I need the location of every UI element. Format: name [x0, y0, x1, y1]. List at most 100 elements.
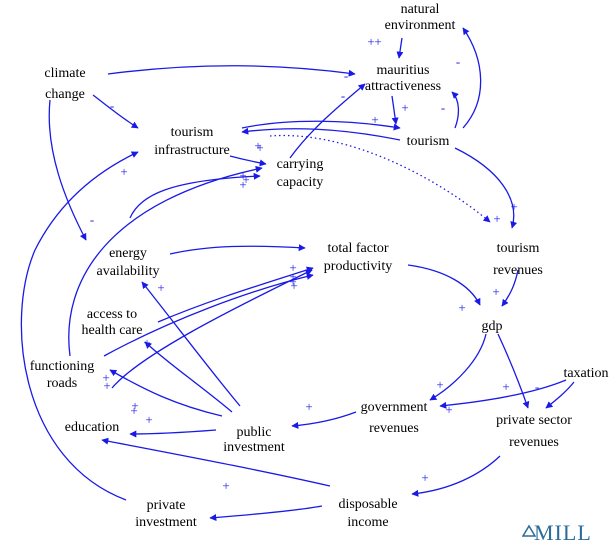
node-tourism-revenues: tourism revenues [493, 241, 543, 278]
link-tourism-to-natural [462, 27, 482, 129]
node-government-revenues-line1: government [361, 400, 428, 415]
polarity-disposable-income-to-private-investment: + [222, 478, 229, 493]
node-private-sector-revenues: private sector revenues [496, 413, 572, 450]
node-carrying-capacity: carrying capacity [277, 157, 324, 190]
polarity-functioning-roads-to-total-factor-productivity: + [289, 274, 296, 289]
link-taxation-to-government [439, 379, 567, 409]
polarity-education-to-total-factor-productivity: + [290, 278, 297, 293]
polarity-public-investment-to-functioning-roads: + [103, 378, 110, 393]
link-climate-to-infrastructure [92, 94, 139, 129]
node-government-revenues-line2: revenues [369, 421, 419, 436]
link-tourism-to-attractiveness [451, 91, 460, 129]
node-mauritius-attractiveness: mauritius attractiveness [365, 63, 441, 94]
polarity-climate-change-to-mauritius-attractiveness: - [344, 68, 348, 83]
polarity-extra-3: + [131, 398, 138, 413]
node-public-investment-line1: public [237, 425, 272, 440]
polarity-gdp-to-government-revenues: + [436, 377, 443, 392]
polarity-climate-change-to-energy-availability: - [90, 212, 94, 227]
node-natural-environment-line2: environment [385, 18, 456, 33]
polarity-gdp-to-private-sector-revenues: + [502, 379, 509, 394]
polarity-public-investment-to-access-to-health-care: + [143, 335, 150, 350]
link-energy-to-carrying [129, 172, 261, 219]
node-total-factor-productivity: total factor productivity [324, 241, 392, 274]
link-private-investment-to-infrastructure [20, 151, 139, 501]
links [20, 27, 575, 521]
node-carrying-capacity-line2: capacity [277, 175, 324, 190]
node-tourism-infrastructure-line2: infrastructure [154, 143, 229, 158]
node-climate-change-line2: change [45, 87, 85, 102]
node-tourism-infrastructure: tourism infrastructure [154, 125, 229, 158]
node-tourism-infrastructure-line1: tourism [171, 125, 214, 140]
link-gdp-to-private-sector [497, 333, 530, 409]
link-taxation-to-private-sector [545, 381, 575, 409]
link-carrying-to-attractiveness [289, 83, 366, 159]
polarity-tourism-to-natural-environment: - [456, 54, 460, 69]
link-public-to-roads [109, 369, 223, 417]
polarity-private-investment-to-tourism-infrastructure: + [120, 164, 127, 179]
polarity-tourism-revenues-to-gdp: + [492, 284, 499, 299]
polarity-access-to-health-care-to-total-factor-productivity: + [289, 269, 296, 284]
node-public-investment: public investment [223, 425, 285, 455]
node-private-sector-revenues-line2: revenues [509, 435, 559, 450]
link-public-to-energy [141, 281, 241, 407]
link-infrastructure-to-tourism [241, 120, 401, 131]
extra-polarity-marks: ++++ [102, 34, 374, 413]
node-energy-availability: energy availability [97, 246, 160, 279]
link-health-to-tfp [157, 266, 314, 323]
logo-mark-icon [522, 524, 536, 537]
link-tourism-to-tourism-revenues [454, 147, 518, 229]
node-private-investment-line1: private [147, 498, 186, 513]
node-access-to-health-care-line1: access to [87, 307, 137, 322]
link-tourism-to-infrastructure [241, 127, 401, 141]
node-climate-change: climate change [44, 66, 85, 102]
link-climate-to-energy [48, 99, 87, 241]
polarity-private-sector-revenues-to-disposable-income: + [421, 470, 428, 485]
node-disposable-income-line2: income [347, 515, 388, 530]
node-energy-availability-line1: energy [109, 246, 147, 261]
polarity-government-revenues-to-public-investment: + [305, 399, 312, 414]
link-roads-to-carrying [68, 165, 263, 357]
node-natural-environment-line1: natural [401, 2, 440, 17]
node-natural-environment: natural environment [385, 2, 456, 33]
node-disposable-income-line1: disposable [338, 497, 397, 512]
polarity-carrying-capacity-to-mauritius-attractiveness: - [341, 88, 345, 103]
link-education-to-tfp [111, 269, 313, 389]
link-disposable-to-education [101, 437, 331, 487]
node-total-factor-productivity-line2: productivity [324, 259, 392, 274]
node-access-to-health-care-line2: health care [81, 323, 142, 338]
link-climate-to-attractiveness [107, 65, 356, 77]
node-mauritius-attractiveness-line1: mauritius [377, 63, 430, 78]
node-private-sector-revenues-line1: private sector [496, 413, 572, 428]
polarity-taxation-to-government-revenues: + [445, 402, 452, 417]
node-carrying-capacity-line1: carrying [277, 157, 324, 172]
node-tourism-revenues-line1: tourism [497, 241, 540, 256]
polarity-tourism-to-mauritius-attractiveness: - [441, 100, 445, 115]
node-education-line1: education [65, 420, 119, 435]
polarity-extra-1: + [239, 168, 246, 183]
node-mauritius-attractiveness-line2: attractiveness [365, 79, 441, 94]
node-education: education [65, 420, 119, 435]
node-government-revenues: government revenues [361, 400, 428, 436]
node-taxation: taxation [563, 366, 608, 381]
polarity-extra-2: + [102, 370, 109, 385]
node-functioning-roads-line1: functioning [30, 359, 95, 374]
link-natural-to-attractiveness [396, 37, 404, 59]
polarity-tourism-to-tourism-infrastructure: + [256, 140, 263, 155]
link-private-sector-to-disposable [411, 455, 501, 497]
node-public-investment-line2: investment [223, 440, 285, 455]
node-taxation-line1: taxation [563, 366, 608, 381]
node-energy-availability-line2: availability [97, 264, 160, 279]
node-gdp-line1: gdp [482, 319, 503, 334]
link-gdp-to-government [429, 333, 487, 401]
polarity-marks: ---+-+-++-++++++++++++++-+++++++++ [90, 34, 539, 493]
node-private-investment: private investment [135, 498, 197, 530]
node-tourism: tourism [407, 134, 450, 149]
polarity-taxation-to-private-sector-revenues: - [535, 379, 539, 394]
polarity-public-investment-to-energy-availability: + [157, 280, 164, 295]
polarity-tourism-infrastructure-to-carrying-capacity: + [254, 138, 261, 153]
node-tourism-revenues-line2: revenues [493, 263, 543, 278]
polarity-climate-change-to-tourism-infrastructure: - [110, 98, 114, 113]
polarity-natural-environment-to-mauritius-attractiveness: + [374, 34, 381, 49]
node-functioning-roads: functioning roads [30, 359, 95, 391]
